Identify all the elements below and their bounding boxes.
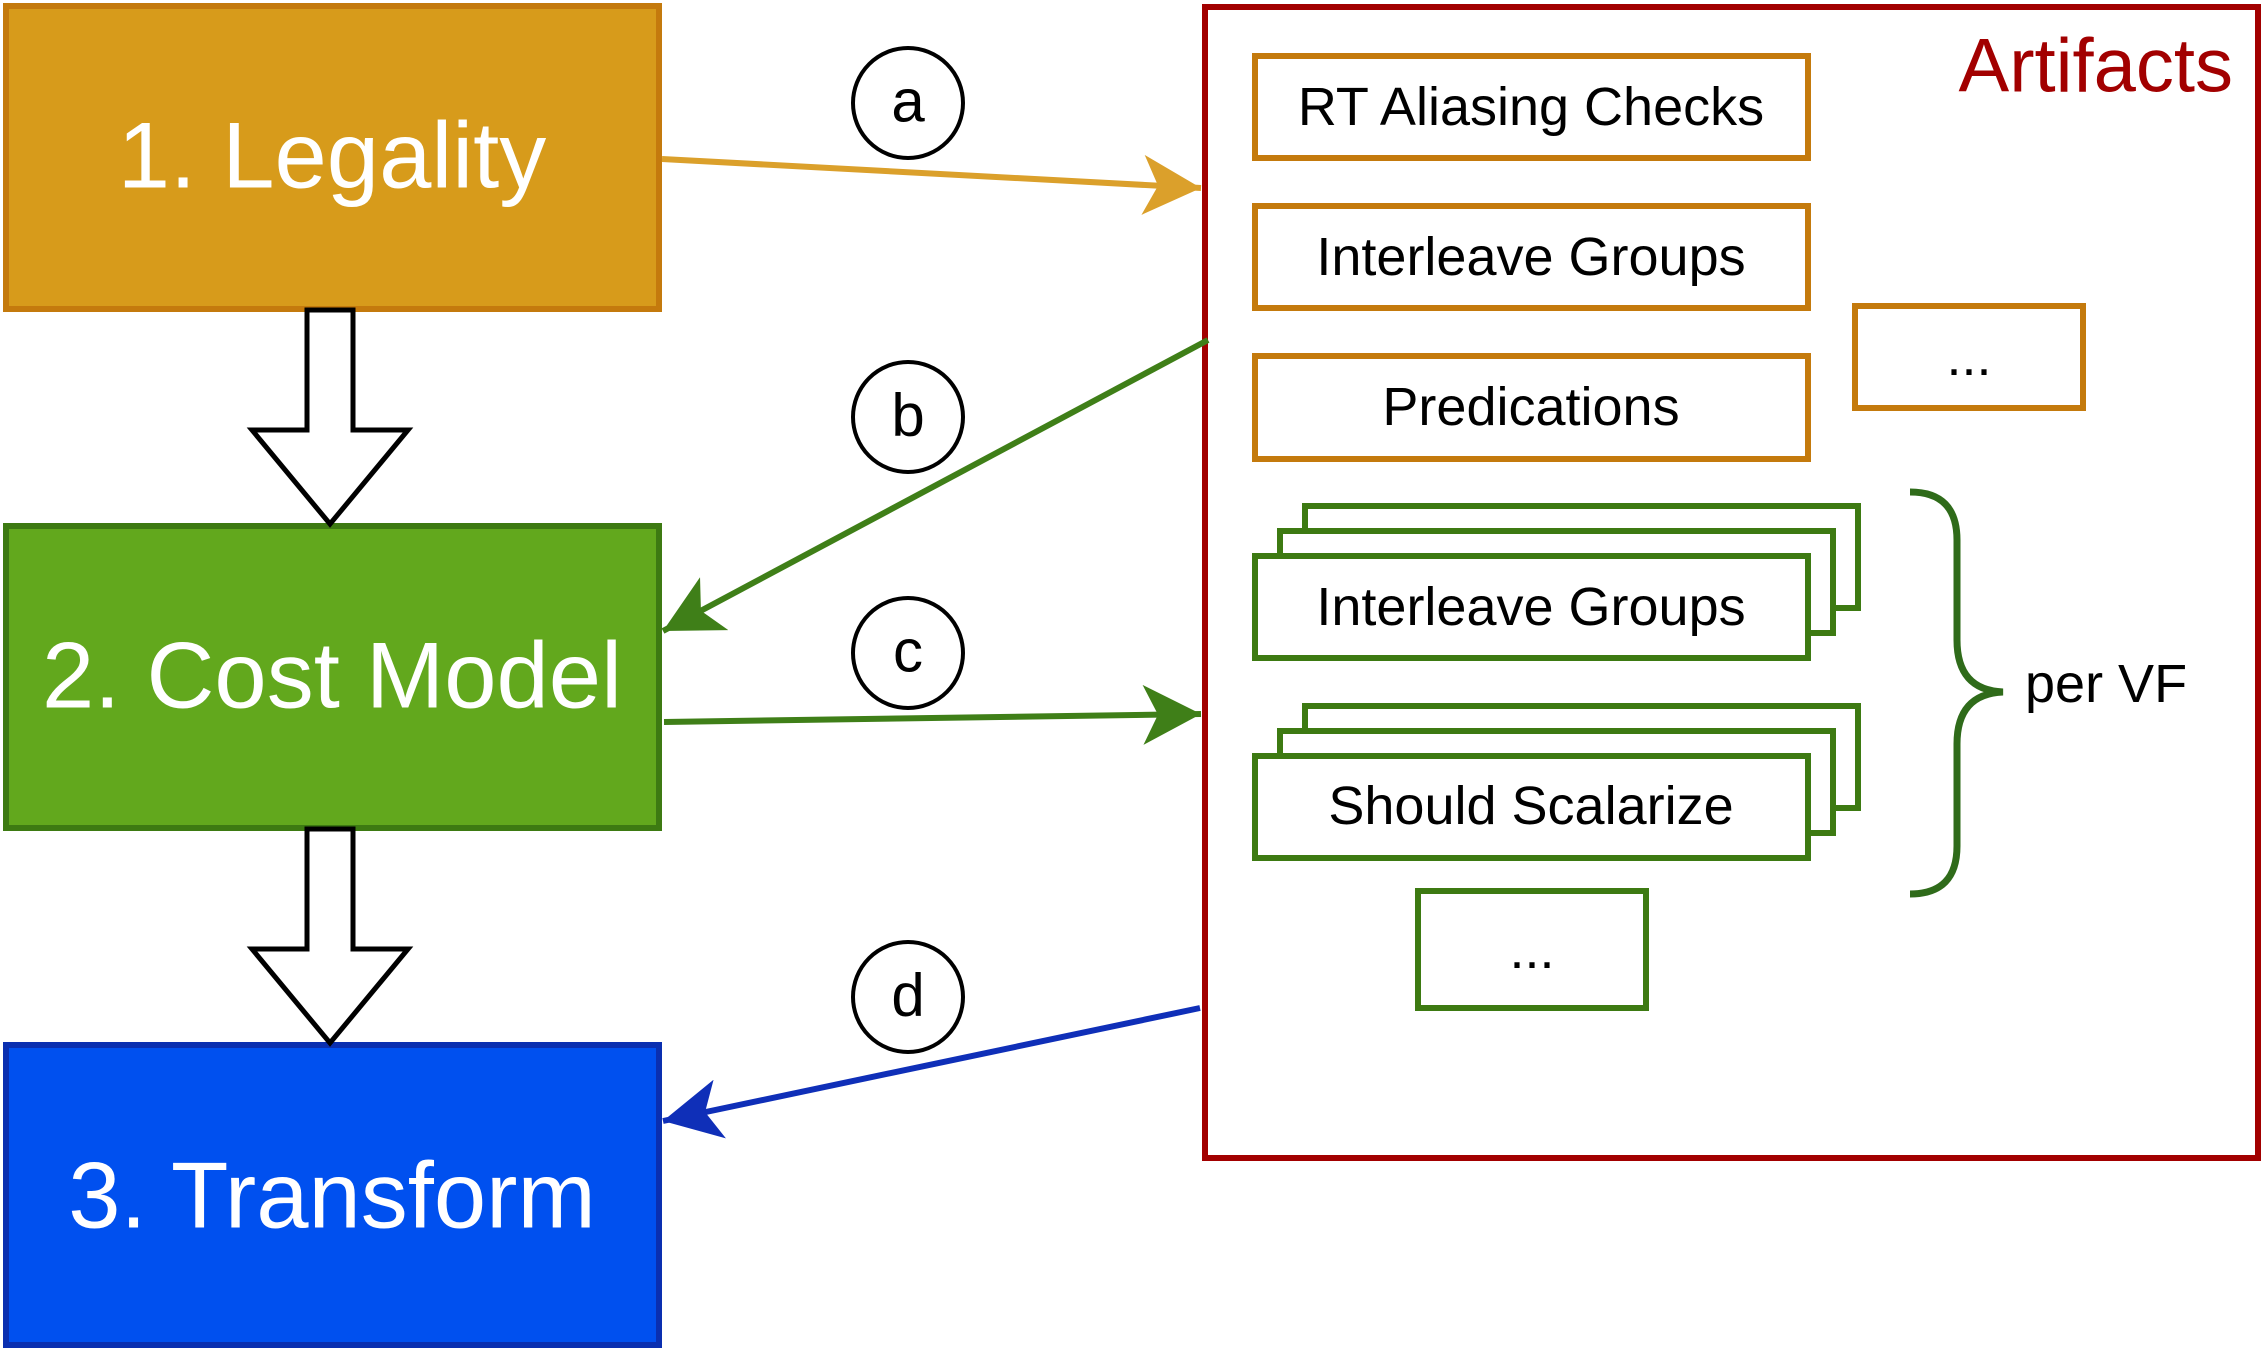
- stage-cost-model-label: 2. Cost Model: [42, 623, 622, 728]
- artifacts-title: Artifacts: [1959, 24, 2234, 109]
- arrow-c-cost-model-to-artifacts: [663, 684, 1202, 745]
- step-c-marker: c: [851, 596, 965, 710]
- artifact-scalarize-label: Should Scalarize: [1328, 776, 1733, 836]
- step-d-marker: d: [851, 940, 965, 1054]
- artifact-legality-interleave-label: Interleave Groups: [1316, 227, 1745, 287]
- step-d-label: d: [891, 962, 924, 1029]
- stage-transform-label: 3. Transform: [68, 1143, 596, 1248]
- flow-arrow-legality-to-cost-model: [246, 307, 414, 528]
- step-c-circle: [851, 596, 965, 710]
- artifact-cost-model-more-label: ...: [1509, 920, 1554, 980]
- flow-arrow-cost-model-to-transform: [246, 826, 414, 1047]
- artifact-vf-interleave-label: Interleave Groups: [1316, 577, 1745, 637]
- artifact-legality-interleave-box: [1252, 203, 1811, 311]
- artifact-rt-aliasing-label: RT Aliasing Checks: [1298, 77, 1764, 137]
- stage-cost-model: 2. Cost Model: [3, 523, 662, 831]
- step-a-marker: a: [851, 46, 965, 160]
- step-a-label: a: [891, 68, 925, 135]
- step-d-circle: [851, 940, 965, 1054]
- arrow-a-legality-to-artifacts: [661, 154, 1202, 215]
- artifact-cost-model-more-box: [1415, 888, 1649, 1011]
- artifact-rt-aliasing-checks: RT Aliasing Checks: [1252, 53, 1811, 161]
- artifact-legality-more-label: ...: [1946, 327, 1991, 387]
- artifact-predications: Predications: [1252, 353, 1811, 462]
- step-b-circle: [851, 360, 965, 474]
- per-vf-label: per VF: [2025, 654, 2187, 714]
- stage-legality-box: [6, 6, 659, 309]
- arrow-b-artifacts-to-cost-model: [661, 337, 1210, 634]
- per-vf-brace: [1909, 488, 2004, 898]
- artifact-per-vf-should-scalarize: Should Scalarize: [1252, 703, 1861, 861]
- stage-legality: 1. Legality: [3, 3, 662, 312]
- stage-legality-label: 1. Legality: [118, 103, 547, 208]
- artifact-legality-interleave-groups: Interleave Groups: [1252, 203, 1811, 311]
- stage-transform: 3. Transform: [3, 1042, 662, 1348]
- artifacts-container: [1202, 4, 2261, 1161]
- artifact-per-vf-interleave-groups: Interleave Groups: [1252, 503, 1861, 661]
- step-b-label: b: [891, 382, 924, 449]
- step-c-label: c: [893, 618, 923, 685]
- artifact-vf-interleave-front-box: [1252, 553, 1811, 661]
- artifact-cost-model-more: ...: [1415, 888, 1649, 1011]
- artifact-legality-more: ...: [1852, 303, 2086, 411]
- stage-cost-model-box: [6, 526, 659, 828]
- step-a-circle: [851, 46, 965, 160]
- stage-transform-box: [6, 1045, 659, 1345]
- artifact-rt-aliasing-box: [1252, 53, 1811, 161]
- artifact-scalarize-front-box: [1252, 753, 1811, 861]
- stage-transform-border: [3, 1042, 662, 1348]
- step-b-marker: b: [851, 360, 965, 474]
- artifact-predications-box: [1252, 353, 1811, 462]
- artifact-legality-more-box: [1852, 303, 2086, 411]
- artifact-predications-label: Predications: [1382, 377, 1679, 437]
- arrow-d-artifacts-to-transform: [662, 1005, 1201, 1139]
